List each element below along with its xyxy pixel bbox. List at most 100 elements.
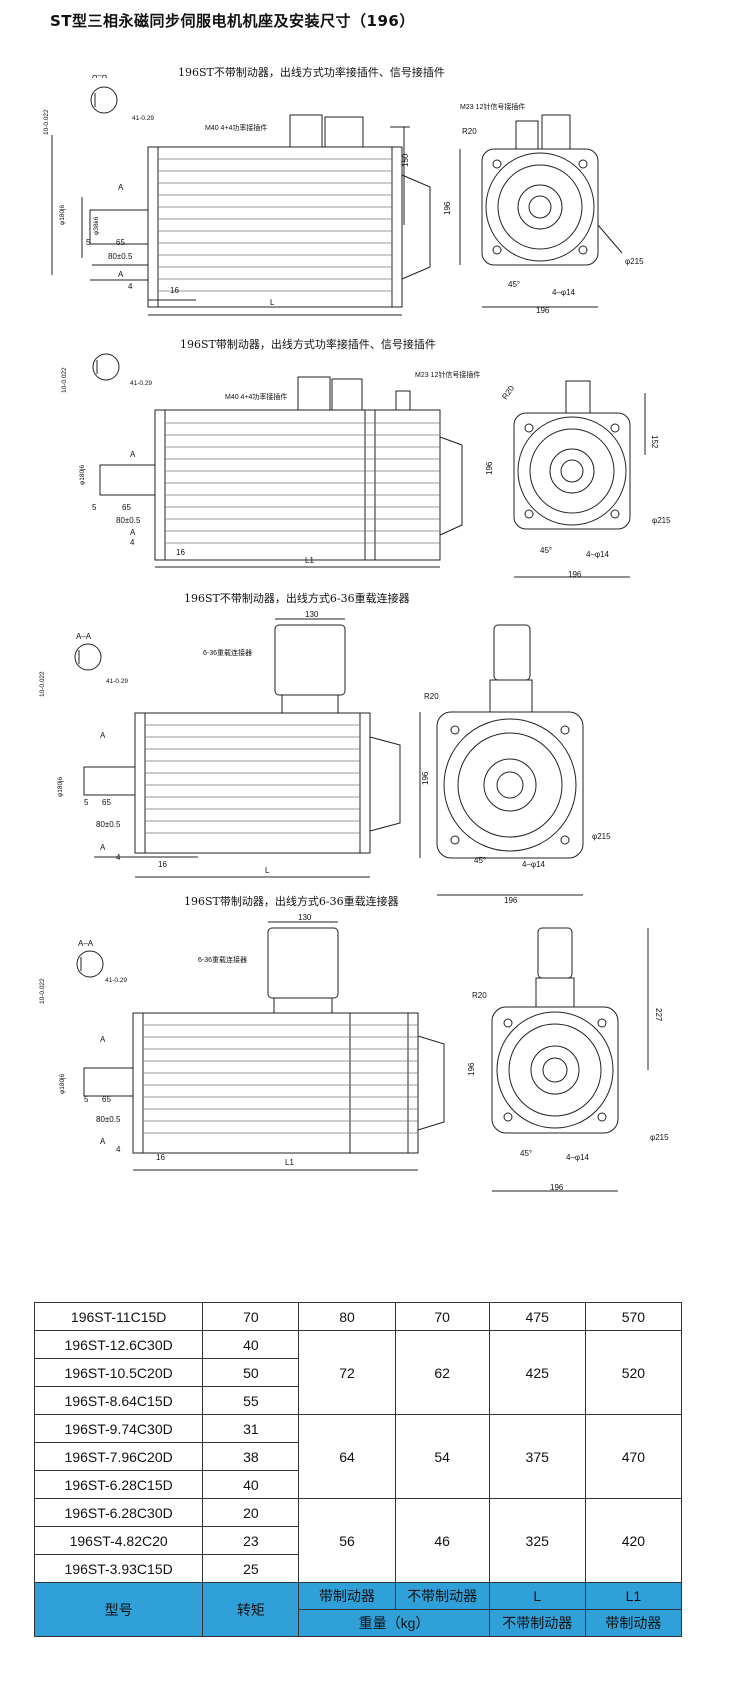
weight-brake-cell: 56 xyxy=(298,1498,396,1583)
length-l1-cell: 520 xyxy=(584,1330,683,1415)
table-row: 196ST-6.28C30D 20 56 46 325 420 xyxy=(33,1498,683,1583)
header-nobrake: 不带制动器 xyxy=(394,1582,490,1610)
torque-cell: 31 xyxy=(202,1414,300,1443)
svg-text:φ180j6: φ180j6 xyxy=(59,1073,66,1094)
svg-text:5: 5 xyxy=(84,798,89,807)
svg-text:φ180j6: φ180j6 xyxy=(57,776,64,797)
svg-text:A: A xyxy=(118,270,124,279)
svg-text:4–φ14: 4–φ14 xyxy=(586,550,610,559)
svg-text:A: A xyxy=(130,450,136,459)
motor-drawing-2: A–A 41-0.29 10-0.022 M40 4+4功率接插件 M23 12… xyxy=(61,345,671,579)
svg-text:41-0.29: 41-0.29 xyxy=(132,115,154,122)
torque-cell: 20 xyxy=(202,1498,300,1527)
weight-nobrake-cell: 70 xyxy=(394,1302,490,1331)
svg-text:L1: L1 xyxy=(285,1158,294,1167)
table-row: 196ST-10.5C20D 50 xyxy=(33,1358,682,1387)
svg-text:A–A: A–A xyxy=(76,632,92,641)
length-l1-cell: 570 xyxy=(584,1302,683,1331)
svg-text:4–φ14: 4–φ14 xyxy=(552,288,576,297)
svg-text:4: 4 xyxy=(130,538,135,547)
model-cell: 196ST-9.74C30D xyxy=(33,1414,204,1443)
header-l-sub: 不带制动器 xyxy=(488,1609,586,1637)
svg-text:M23 12针信号接插件: M23 12针信号接插件 xyxy=(460,102,525,111)
svg-text:41-0.29: 41-0.29 xyxy=(130,380,152,387)
model-cell: 196ST-8.64C15D xyxy=(33,1386,204,1415)
table-row: 196ST-3.93C15D 25 xyxy=(33,1554,682,1583)
svg-text:φ215: φ215 xyxy=(592,832,611,841)
torque-cell: 70 xyxy=(202,1302,300,1331)
svg-text:227: 227 xyxy=(654,1008,663,1022)
torque-cell: 38 xyxy=(202,1442,300,1471)
table-row: 196ST-9.74C30D 31 64 54 375 470 xyxy=(33,1414,683,1499)
svg-text:φ215: φ215 xyxy=(650,1133,669,1142)
torque-cell: 25 xyxy=(202,1554,300,1583)
svg-text:65: 65 xyxy=(122,503,131,512)
torque-cell: 55 xyxy=(202,1386,300,1415)
model-cell: 196ST-7.96C20D xyxy=(33,1442,204,1471)
svg-text:196: 196 xyxy=(467,1062,476,1076)
svg-text:41-0.29: 41-0.29 xyxy=(105,977,127,984)
svg-text:A: A xyxy=(100,1137,106,1146)
svg-text:6-36重载连接器: 6-36重载连接器 xyxy=(198,955,247,964)
svg-text:130: 130 xyxy=(298,913,312,922)
svg-text:65: 65 xyxy=(116,238,125,247)
weight-nobrake-cell: 46 xyxy=(394,1498,490,1583)
svg-text:196: 196 xyxy=(421,771,430,785)
length-l-cell: 325 xyxy=(488,1498,586,1583)
svg-text:4: 4 xyxy=(116,853,121,862)
weight-nobrake-cell: 54 xyxy=(394,1414,490,1499)
svg-text:196: 196 xyxy=(443,201,452,215)
svg-text:A: A xyxy=(100,731,106,740)
model-cell: 196ST-11C15D xyxy=(33,1302,204,1331)
model-cell: 196ST-6.28C15D xyxy=(33,1470,204,1499)
svg-text:R20: R20 xyxy=(472,991,487,1000)
weight-brake-cell: 72 xyxy=(298,1330,396,1415)
svg-text:150: 150 xyxy=(401,153,410,167)
svg-text:6-36重载连接器: 6-36重载连接器 xyxy=(203,648,252,657)
svg-text:φ38k6: φ38k6 xyxy=(93,216,100,235)
weight-brake-cell: 64 xyxy=(298,1414,396,1499)
svg-text:R20: R20 xyxy=(424,692,439,701)
svg-text:A–A: A–A xyxy=(96,345,112,347)
svg-text:10-0.022: 10-0.022 xyxy=(39,978,46,1004)
svg-text:65: 65 xyxy=(102,1095,111,1104)
weight-nobrake-cell: 62 xyxy=(394,1330,490,1415)
svg-text:196: 196 xyxy=(485,461,494,475)
drawing-caption-4: 196ST带制动器，出线方式6-36重载连接器 xyxy=(184,895,399,908)
model-cell: 196ST-10.5C20D xyxy=(33,1358,204,1387)
svg-text:φ215: φ215 xyxy=(625,257,644,266)
length-l1-cell: 470 xyxy=(584,1414,683,1499)
page-title: ST型三相永磁同步伺服电机机座及安装尺寸（196） xyxy=(50,12,415,30)
spec-table: 196ST-11C15D 70 80 70 475 570 196ST-12.6… xyxy=(33,1302,683,1637)
svg-text:45°: 45° xyxy=(540,546,552,555)
svg-text:196: 196 xyxy=(504,896,518,905)
length-l-cell: 375 xyxy=(488,1414,586,1499)
torque-cell: 40 xyxy=(202,1330,300,1359)
svg-text:M40 4+4功率接插件: M40 4+4功率接插件 xyxy=(205,123,267,132)
table-row: 196ST-7.96C20D 38 xyxy=(33,1442,682,1471)
svg-text:A: A xyxy=(100,1035,106,1044)
svg-text:4: 4 xyxy=(128,282,133,291)
model-cell: 196ST-4.82C20 xyxy=(33,1526,204,1555)
table-row: 196ST-6.28C15D 40 xyxy=(33,1470,682,1499)
svg-text:A–A: A–A xyxy=(92,75,108,80)
svg-text:L: L xyxy=(265,866,270,875)
svg-text:80±0.5: 80±0.5 xyxy=(116,516,141,525)
svg-text:16: 16 xyxy=(176,548,185,557)
svg-text:80±0.5: 80±0.5 xyxy=(108,252,133,261)
header-torque: 转矩 xyxy=(202,1582,300,1637)
header-l1-sub: 带制动器 xyxy=(584,1609,683,1637)
svg-text:A–A: A–A xyxy=(78,939,94,948)
torque-cell: 40 xyxy=(202,1470,300,1499)
svg-text:A: A xyxy=(100,843,106,852)
svg-text:R20: R20 xyxy=(462,127,477,136)
svg-text:M40 4+4功率接插件: M40 4+4功率接插件 xyxy=(225,392,287,401)
header-weight: 重量（kg） xyxy=(298,1609,490,1637)
torque-cell: 50 xyxy=(202,1358,300,1387)
svg-text:5: 5 xyxy=(92,503,97,512)
svg-text:196: 196 xyxy=(550,1183,564,1192)
header-brake: 带制动器 xyxy=(298,1582,396,1610)
svg-text:65: 65 xyxy=(102,798,111,807)
svg-text:45°: 45° xyxy=(508,280,520,289)
header-l: L xyxy=(488,1582,586,1610)
